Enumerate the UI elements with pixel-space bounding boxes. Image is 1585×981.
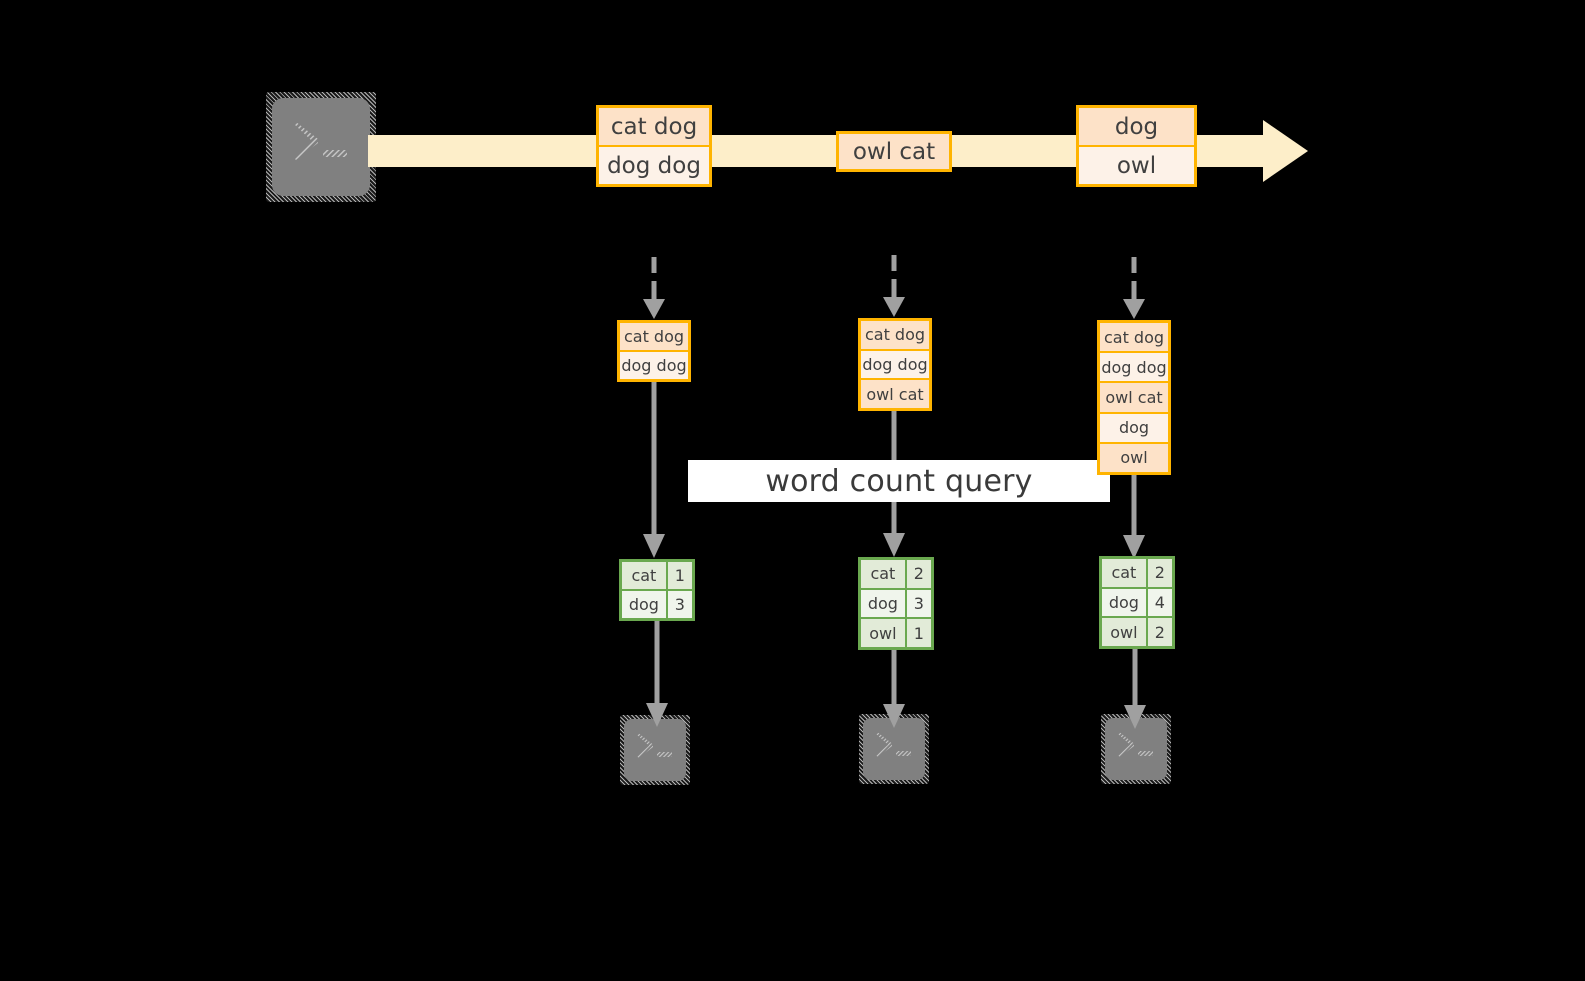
snapshot-record-box[interactable]: cat dog dog dog owl cat dog owl bbox=[1097, 320, 1171, 475]
record-line: owl cat bbox=[839, 134, 949, 169]
record-line: dog dog bbox=[861, 348, 929, 379]
record-line: cat dog bbox=[1100, 323, 1168, 352]
record-line: dog dog bbox=[599, 145, 709, 184]
result-to-sink-connector bbox=[643, 621, 671, 731]
result-key: owl bbox=[861, 619, 905, 648]
table-row: dog 3 bbox=[861, 587, 931, 618]
terminal-icon[interactable] bbox=[859, 714, 929, 784]
page-title: word count query bbox=[765, 463, 1033, 499]
snapshot-record-box[interactable]: cat dog dog dog bbox=[617, 320, 691, 382]
result-key: cat bbox=[1102, 559, 1146, 587]
prompt-glyph bbox=[859, 714, 929, 784]
result-value: 4 bbox=[1145, 588, 1172, 617]
stream-to-snapshot-connector bbox=[880, 253, 908, 321]
stream-event-record[interactable]: owl cat bbox=[836, 131, 952, 172]
table-row: cat 2 bbox=[1102, 559, 1172, 587]
result-table[interactable]: cat 1 dog 3 bbox=[619, 559, 695, 621]
stream-event-record[interactable]: cat dog dog dog bbox=[596, 105, 712, 187]
query-caption-band: word count query bbox=[688, 460, 1110, 502]
result-value: 2 bbox=[1145, 559, 1172, 587]
result-key: dog bbox=[861, 589, 905, 618]
result-value: 3 bbox=[665, 591, 692, 618]
prompt-glyph bbox=[266, 92, 376, 202]
result-key: dog bbox=[622, 591, 666, 618]
result-key: owl bbox=[1102, 618, 1146, 647]
result-value: 1 bbox=[904, 619, 931, 648]
result-key: cat bbox=[622, 562, 666, 589]
table-row: cat 1 bbox=[622, 562, 692, 589]
record-line: cat dog bbox=[599, 108, 709, 145]
record-line: owl bbox=[1100, 441, 1168, 473]
prompt-glyph bbox=[1101, 714, 1171, 784]
record-line: dog bbox=[1100, 411, 1168, 442]
snapshot-to-result-connector bbox=[640, 382, 668, 562]
record-line: owl cat bbox=[1100, 381, 1168, 412]
result-value: 1 bbox=[665, 562, 692, 589]
terminal-icon[interactable] bbox=[266, 92, 376, 202]
record-line: dog dog bbox=[620, 350, 688, 379]
result-key: cat bbox=[861, 560, 905, 588]
record-line: dog dog bbox=[1100, 351, 1168, 382]
result-key: dog bbox=[1102, 588, 1146, 617]
prompt-glyph bbox=[620, 715, 690, 785]
record-line: dog bbox=[1079, 108, 1194, 145]
stream-to-snapshot-connector bbox=[1120, 255, 1148, 321]
icon-body bbox=[863, 718, 925, 780]
icon-body bbox=[272, 98, 370, 196]
icon-body bbox=[1105, 718, 1167, 780]
table-row: cat 2 bbox=[861, 560, 931, 588]
table-row: dog 3 bbox=[622, 589, 692, 618]
result-to-sink-connector bbox=[880, 650, 908, 732]
table-row: owl 1 bbox=[861, 617, 931, 648]
result-value: 2 bbox=[1145, 618, 1172, 647]
snapshot-record-box[interactable]: cat dog dog dog owl cat bbox=[858, 318, 932, 411]
record-line: owl bbox=[1079, 145, 1194, 184]
record-line: cat dog bbox=[620, 323, 688, 350]
event-stream-arrowhead bbox=[1263, 120, 1308, 182]
record-line: owl cat bbox=[861, 378, 929, 409]
icon-body bbox=[624, 719, 686, 781]
result-table[interactable]: cat 2 dog 4 owl 2 bbox=[1099, 556, 1175, 649]
stream-event-record[interactable]: dog owl bbox=[1076, 105, 1197, 187]
stream-to-snapshot-connector bbox=[640, 255, 668, 321]
result-value: 2 bbox=[904, 560, 931, 588]
table-row: dog 4 bbox=[1102, 586, 1172, 617]
result-to-sink-connector bbox=[1121, 649, 1149, 733]
record-line: cat dog bbox=[861, 321, 929, 349]
result-value: 3 bbox=[904, 589, 931, 618]
table-row: owl 2 bbox=[1102, 616, 1172, 647]
snapshot-to-result-connector bbox=[1120, 475, 1148, 563]
result-table[interactable]: cat 2 dog 3 owl 1 bbox=[858, 557, 934, 650]
terminal-icon[interactable] bbox=[620, 715, 690, 785]
